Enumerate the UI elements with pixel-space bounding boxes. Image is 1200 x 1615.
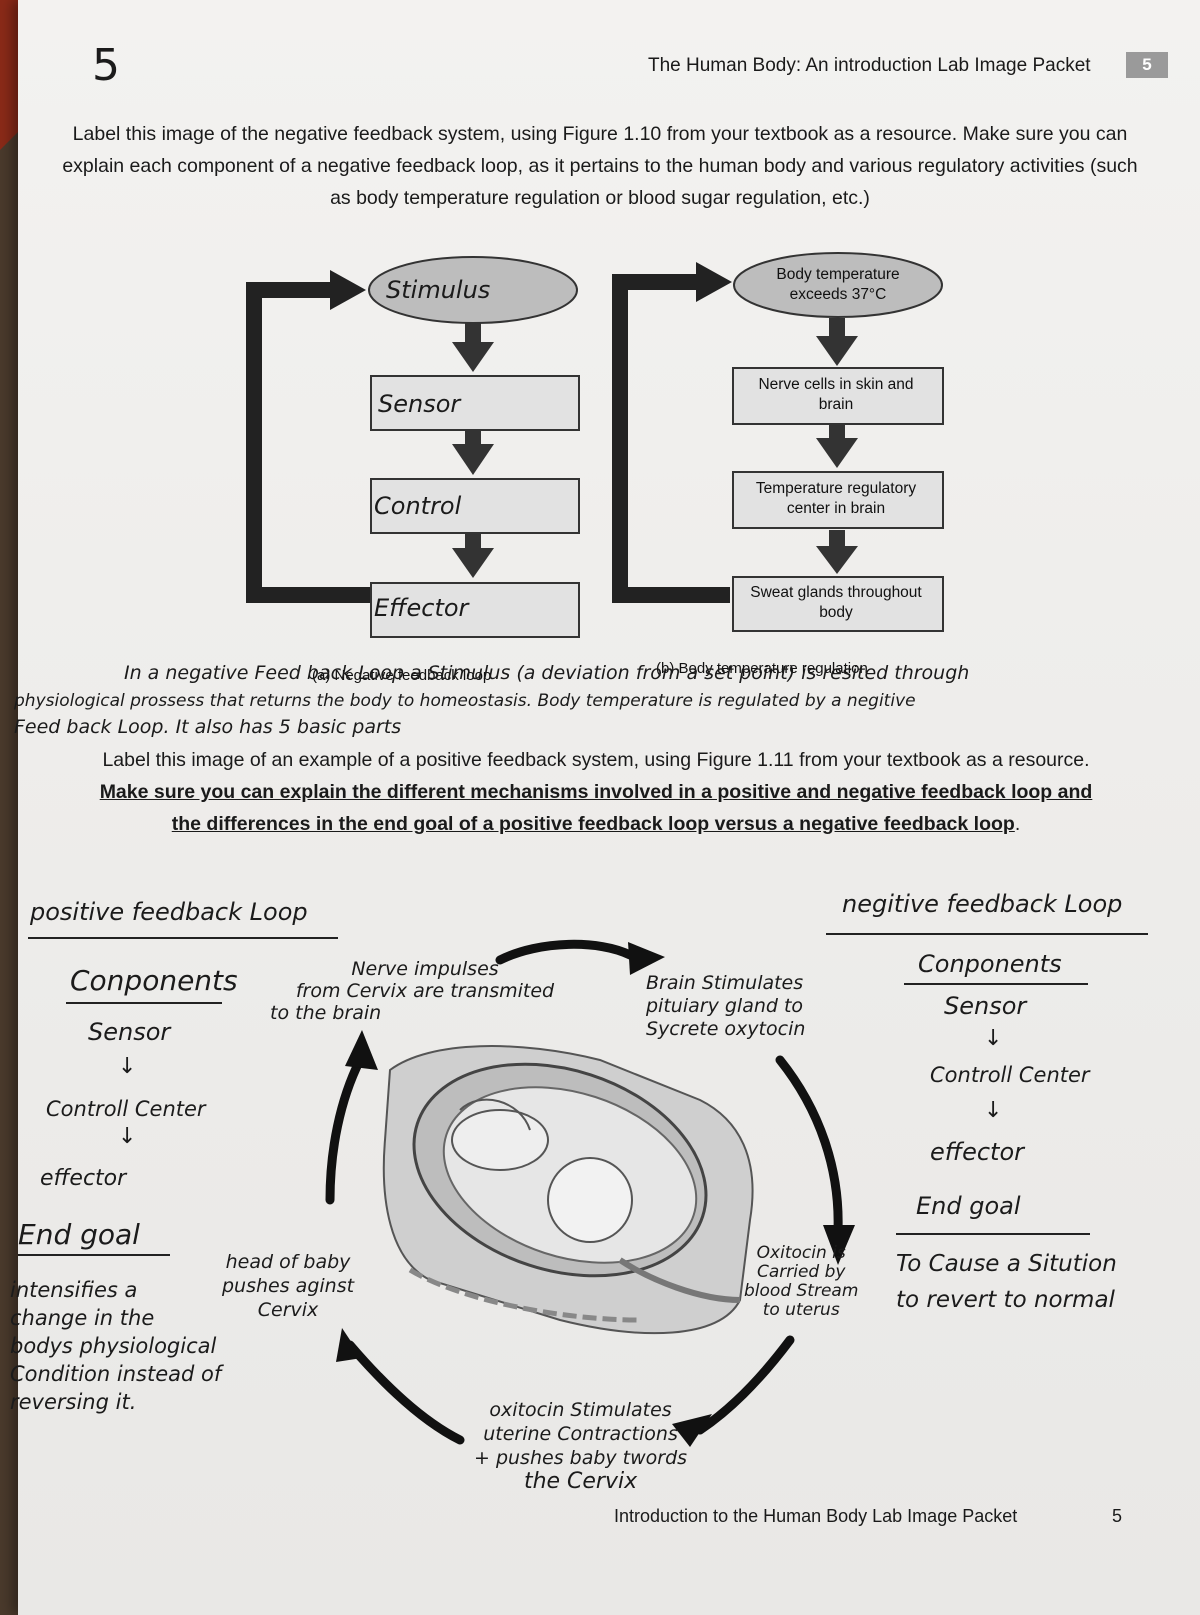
cycle-bottom-3: + pushes baby twords [474,1447,688,1469]
cycle-top-left-3: to the brain [270,1002,382,1024]
cycle-label-contractions: oxitocin Stimulates uterine Contractions… [474,1398,687,1494]
positive-feedback-instructions: Label this image of an example of a posi… [96,744,1096,840]
fig-b-control-label: Temperature regulatory center in brain [755,480,917,517]
cycle-label-head-of-baby: head of baby pushes aginst Cervix [222,1250,354,1322]
cycle-top-left-2: from Cervix are transmited [295,980,555,1002]
fig-a-stimulus-label: Stimulus [386,276,491,304]
fig-a-caption: (a) Negative feedback loop [312,667,492,684]
cycle-top-left-1: Nerve impulses [351,958,499,980]
negative-feedback-instructions: Label this image of the negative feedbac… [62,123,1138,209]
cycle-bottom-2: uterine Contractions [483,1423,678,1445]
negative-end-line-2: to revert to normal [896,1287,1115,1313]
negative-end-goal-text: To Cause a Sitution to revert to normal [896,1246,1117,1318]
negative-loop-title: negitive feedback Loop [842,890,1123,918]
fig-b-sensor-label: Nerve cells in skin and brain [758,376,914,413]
negative-step-control: Controll Center [930,1063,1090,1087]
cycle-left-2: pushes aginst [222,1275,355,1297]
negative-end-line-1: To Cause a Sitution [896,1251,1117,1277]
fig-a-sensor-label: Sensor [378,390,461,418]
handwritten-note-line-1: In a negative Feed back Loop a Stimulus … [124,662,970,684]
positive-arrow-1: ↓ [118,1054,137,1079]
positive-arrow-2: ↓ [118,1124,137,1149]
cycle-label-oxytocin: Oxitocin is Carried by blood Stream to u… [744,1244,858,1320]
handwritten-page-number: 5 [92,40,120,91]
cycle-label-nerve-impulses: Nerve impulses from Cervix are transmite… [270,958,580,1024]
page-number-badge: 5 [1126,52,1168,78]
fig-a-sensor-box [370,375,580,431]
cycle-bottom-4: the Cervix [523,1469,638,1494]
negative-arrow-1: ↓ [984,1026,1003,1051]
positive-step-effector: effector [40,1166,127,1191]
positive-end-line-2: change in the [10,1306,155,1330]
negative-step-effector: effector [930,1138,1025,1166]
instructions-part-2: Make sure you can explain the different … [99,781,1093,835]
fig-a-control-box [370,478,580,534]
cycle-top-right-2: pituiary gland to [646,995,804,1017]
cycle-label-brain: Brain Stimulates pituiary gland to Sycre… [646,972,805,1041]
fig-b-stimulus-label: Body temperature exceeds 37°C [776,266,900,303]
cycle-top-right-1: Brain Stimulates [646,972,804,994]
instructions-part-3: . [1014,813,1021,835]
fig-a-effector-box [370,582,580,638]
fetus-illustration [382,1045,754,1335]
fig-b-effector-box [732,576,944,632]
positive-loop-title: positive feedback Loop [30,898,308,926]
fig-b-control-box [732,471,944,529]
positive-components-heading: Conponents [70,964,238,997]
cycle-left-3: Cervix [257,1299,319,1321]
instructions-part-1: Label this image of an example of a posi… [102,749,1090,771]
fig-b-effector-label: Sweat glands throughout body [750,584,922,621]
fig-a-control-label: Control [374,492,462,520]
cycle-right-1: Oxitocin is [756,1243,846,1263]
cycle-left-1: head of baby [225,1251,351,1273]
negative-step-sensor: Sensor [944,992,1027,1020]
handwritten-note-line-2: physiological prossess that returns the … [14,691,916,711]
positive-end-goal-heading: End goal [18,1218,140,1251]
positive-step-sensor: Sensor [88,1018,171,1046]
fig-b-sensor-box [732,367,944,425]
positive-end-line-3: bodys physiological [10,1334,217,1358]
cycle-right-4: to uterus [762,1300,840,1320]
fig-b-caption: (b) Body temperature regulation [656,660,868,677]
positive-end-goal-text: intensifies a change in the bodys physio… [10,1276,221,1416]
cycle-bottom-1: oxitocin Stimulates [489,1399,672,1421]
positive-end-line-4: Condition instead of [10,1362,222,1386]
negative-components-heading: Conponents [918,950,1062,978]
footer-title: Introduction to the Human Body Lab Image… [614,1506,1018,1526]
cycle-right-2: Carried by [756,1262,846,1282]
cycle-top-right-3: Sycrete oxytocin [646,1018,806,1040]
positive-step-control: Controll Center [46,1097,206,1121]
fig-a-effector-label: Effector [374,594,469,622]
page-header-title: The Human Body: An introduction Lab Imag… [648,55,1091,76]
negative-arrow-2: ↓ [984,1098,1003,1123]
worksheet-page [18,0,1200,1615]
positive-end-line-5: reversing it. [10,1390,137,1414]
handwritten-note-line-3: Feed back Loop. It also has 5 basic part… [14,716,402,738]
footer-page-number: 5 [1112,1506,1123,1526]
positive-end-line-1: intensifies a [10,1278,138,1302]
negative-end-goal-heading: End goal [916,1192,1021,1220]
cycle-right-3: blood Stream [744,1281,859,1301]
